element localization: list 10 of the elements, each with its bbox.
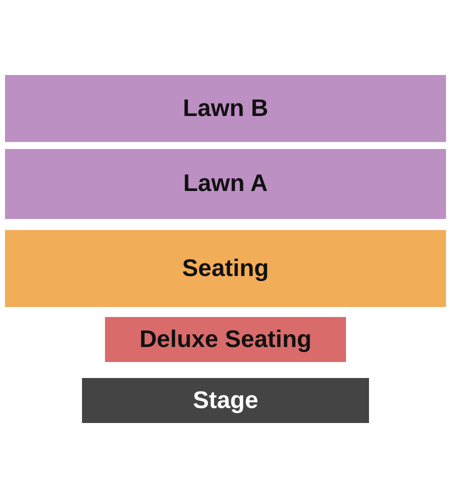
section-label: Deluxe Seating: [139, 324, 312, 354]
stage-block: [82, 378, 369, 423]
section-label: Stage: [192, 386, 258, 416]
section-label: Lawn A: [183, 169, 268, 199]
section-label: Lawn B: [182, 94, 268, 124]
lawn-section: [5, 75, 446, 142]
lawn-section: [5, 149, 446, 219]
seating-section: [5, 230, 446, 307]
seating-section: [105, 317, 346, 362]
section-label: Seating: [182, 254, 269, 284]
